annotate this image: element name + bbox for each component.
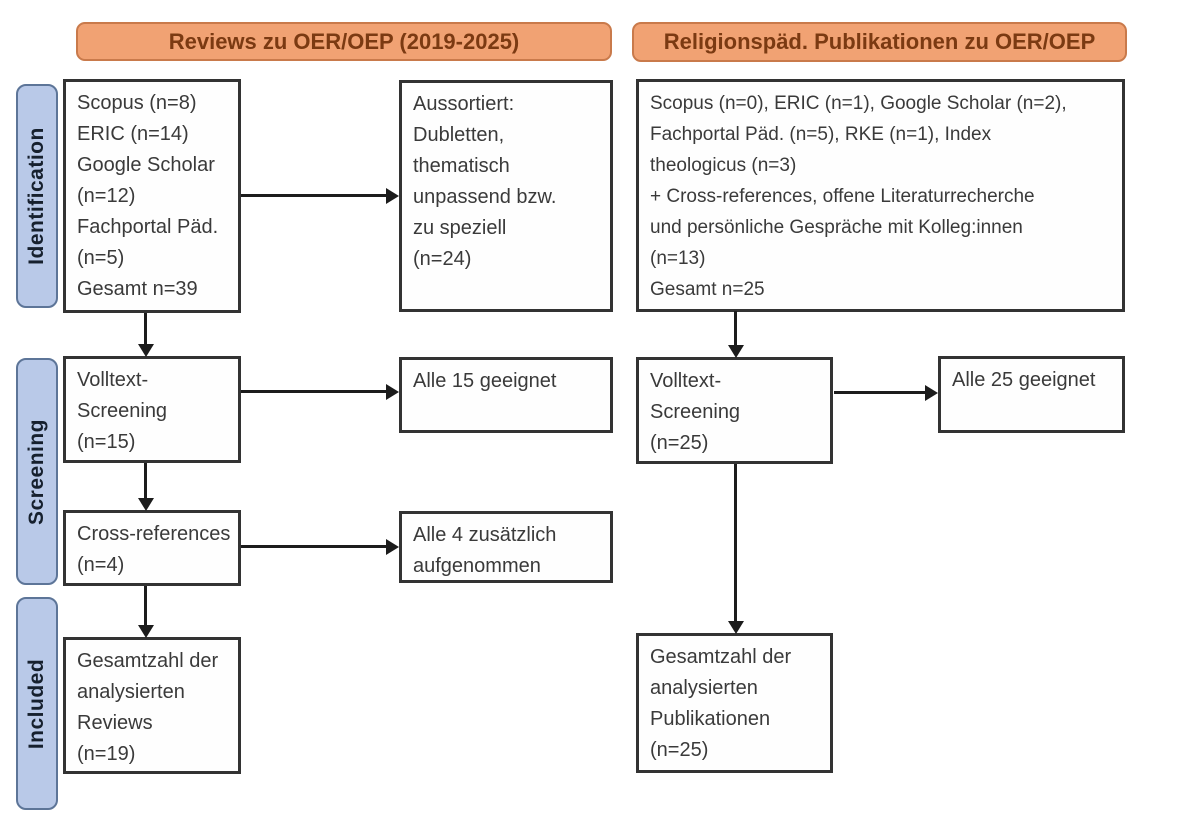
box-publications-fulltext-result: Alle 25 geeignet bbox=[938, 356, 1125, 433]
box-reviews-included-total: Gesamtzahl der analysierten Reviews (n=1… bbox=[63, 637, 241, 774]
stage-label-identification: Identification bbox=[16, 84, 58, 308]
arrow-reviews-identification-to-excluded bbox=[241, 188, 399, 204]
box-reviews-fulltext-screening: Volltext- Screening (n=15) bbox=[63, 356, 241, 463]
arrow-reviews-crossref-to-result bbox=[241, 539, 399, 555]
box-reviews-identification-sources: Scopus (n=8) ERIC (n=14) Google Scholar … bbox=[63, 79, 241, 313]
box-reviews-cross-references: Cross-references (n=4) bbox=[63, 510, 241, 586]
box-publications-identification-sources: Scopus (n=0), ERIC (n=1), Google Scholar… bbox=[636, 79, 1125, 312]
arrow-reviews-identification-to-fulltext bbox=[138, 313, 154, 357]
stage-label-screening-text: Screening bbox=[25, 418, 49, 525]
arrow-reviews-fulltext-to-crossref bbox=[138, 463, 154, 511]
box-publications-included-total: Gesamtzahl der analysierten Publikatione… bbox=[636, 633, 833, 773]
box-publications-fulltext-screening: Volltext- Screening (n=25) bbox=[636, 357, 833, 464]
arrow-publications-fulltext-to-total bbox=[728, 464, 744, 634]
arrow-publications-identification-to-fulltext bbox=[728, 311, 744, 358]
stage-label-screening: Screening bbox=[16, 358, 58, 585]
stage-label-included: Included bbox=[16, 597, 58, 810]
arrow-reviews-crossref-to-total bbox=[138, 586, 154, 638]
box-reviews-fulltext-result: Alle 15 geeignet bbox=[399, 357, 613, 433]
box-reviews-excluded: Aussortiert: Dubletten, thematisch unpas… bbox=[399, 80, 613, 312]
stage-label-identification-text: Identification bbox=[25, 127, 49, 265]
box-reviews-cross-references-result: Alle 4 zusätzlich aufgenommen bbox=[399, 511, 613, 583]
arrow-reviews-fulltext-to-result bbox=[241, 384, 399, 400]
column-header-reviews: Reviews zu OER/OEP (2019-2025) bbox=[76, 22, 612, 61]
arrow-publications-fulltext-to-result bbox=[834, 385, 938, 401]
stage-label-included-text: Included bbox=[25, 658, 48, 749]
column-header-religion-publications: Religionspäd. Publikationen zu OER/OEP bbox=[632, 22, 1127, 62]
